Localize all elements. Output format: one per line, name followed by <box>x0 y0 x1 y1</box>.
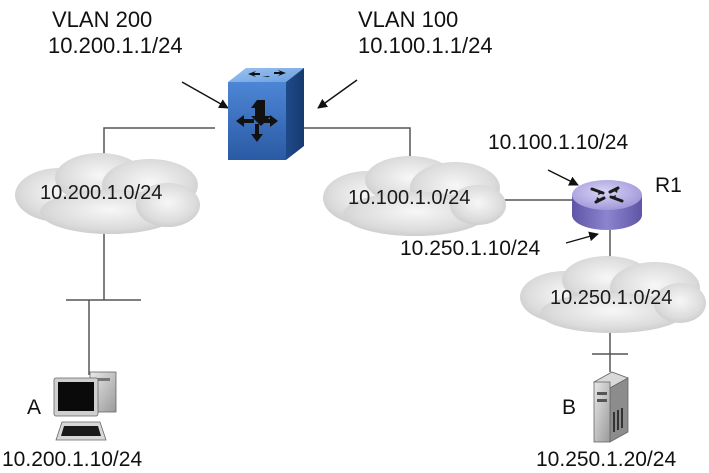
router-ip-top: 10.100.1.10/24 <box>488 131 629 154</box>
cloud-middle <box>323 156 506 236</box>
arrow-r1-bottom <box>565 231 599 244</box>
cloud-left-label: 10.200.1.0/24 <box>40 182 163 204</box>
switch-icon <box>228 68 304 160</box>
server-icon <box>593 371 629 443</box>
router-icon <box>572 180 642 230</box>
arrow-r1-top <box>547 169 579 186</box>
arrow-vlan200 <box>181 81 229 109</box>
link-switch-left-cloud <box>103 127 215 160</box>
vlan100-name: VLAN 100 <box>358 7 459 32</box>
connection-lines <box>66 127 628 375</box>
computer-icon <box>53 371 117 441</box>
cloud-middle-label: 10.100.1.0/24 <box>348 187 471 209</box>
cloud-right <box>520 256 706 333</box>
host-b-ip: 10.250.1.20/24 <box>536 448 677 471</box>
host-a-ip: 10.200.1.10/24 <box>2 448 143 471</box>
cloud-right-label: 10.250.1.0/24 <box>550 287 673 309</box>
router-ip-bottom: 10.250.1.10/24 <box>400 237 541 260</box>
vlan200-ip: 10.200.1.1/24 <box>48 33 183 58</box>
router-name: R1 <box>655 174 682 197</box>
link-switch-middle-cloud <box>300 127 411 165</box>
vlan200-name: VLAN 200 <box>52 7 153 32</box>
host-a-name: A <box>27 396 42 419</box>
arrow-vlan100 <box>317 79 358 109</box>
host-b-name: B <box>562 396 577 419</box>
pointer-arrows <box>181 79 599 244</box>
vlan100-ip: 10.100.1.1/24 <box>358 33 493 58</box>
cloud-left <box>15 153 200 234</box>
